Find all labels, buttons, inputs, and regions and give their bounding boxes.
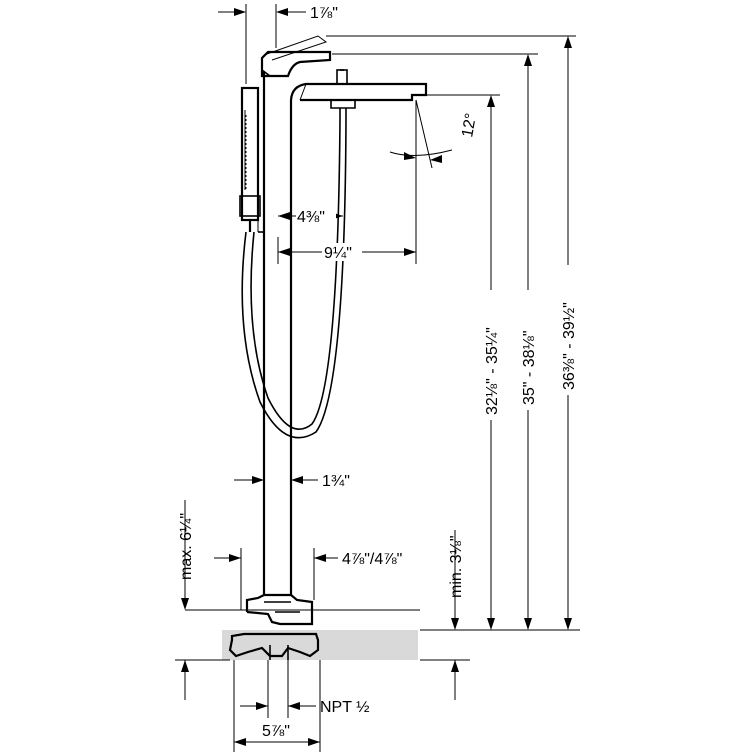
label-supply-thread: NPT ½ <box>320 699 370 716</box>
dim-min-height <box>420 530 580 700</box>
label-column-width: 1¾" <box>322 473 350 490</box>
dim-column-width <box>234 476 318 484</box>
dim-height-spout <box>420 94 500 630</box>
label-top-offset: 1⅞" <box>310 5 338 22</box>
label-base-span: 5⅞" <box>262 723 290 740</box>
label-spout-reach: 9¼" <box>324 245 352 262</box>
dim-supply-thread <box>240 660 316 718</box>
dim-max-floor <box>175 500 230 700</box>
dim-height-total <box>326 35 576 630</box>
label-height-handle: 35" - 38⅛" <box>521 330 538 405</box>
label-height-total: 36⅜" - 39½" <box>561 302 578 390</box>
dim-base-span <box>233 660 321 752</box>
dim-height-handle <box>332 53 538 630</box>
label-base-width: 4⅞"/4⅞" <box>342 551 402 568</box>
faucet-body <box>228 35 428 660</box>
dim-spout-angle <box>389 99 453 169</box>
label-height-spout: 32⅛" - 35¼" <box>484 327 501 415</box>
label-spout-angle: 12° <box>459 112 480 139</box>
dim-top-offset <box>218 4 306 84</box>
label-min-height: min. 3⅛" <box>448 535 465 598</box>
label-spout-rise: 4⅜" <box>297 209 325 226</box>
label-max-floor: max. 6¼" <box>178 513 195 580</box>
hand-shower <box>239 86 347 439</box>
dim-base-width <box>214 548 338 610</box>
dim-spout-reach <box>277 100 417 264</box>
